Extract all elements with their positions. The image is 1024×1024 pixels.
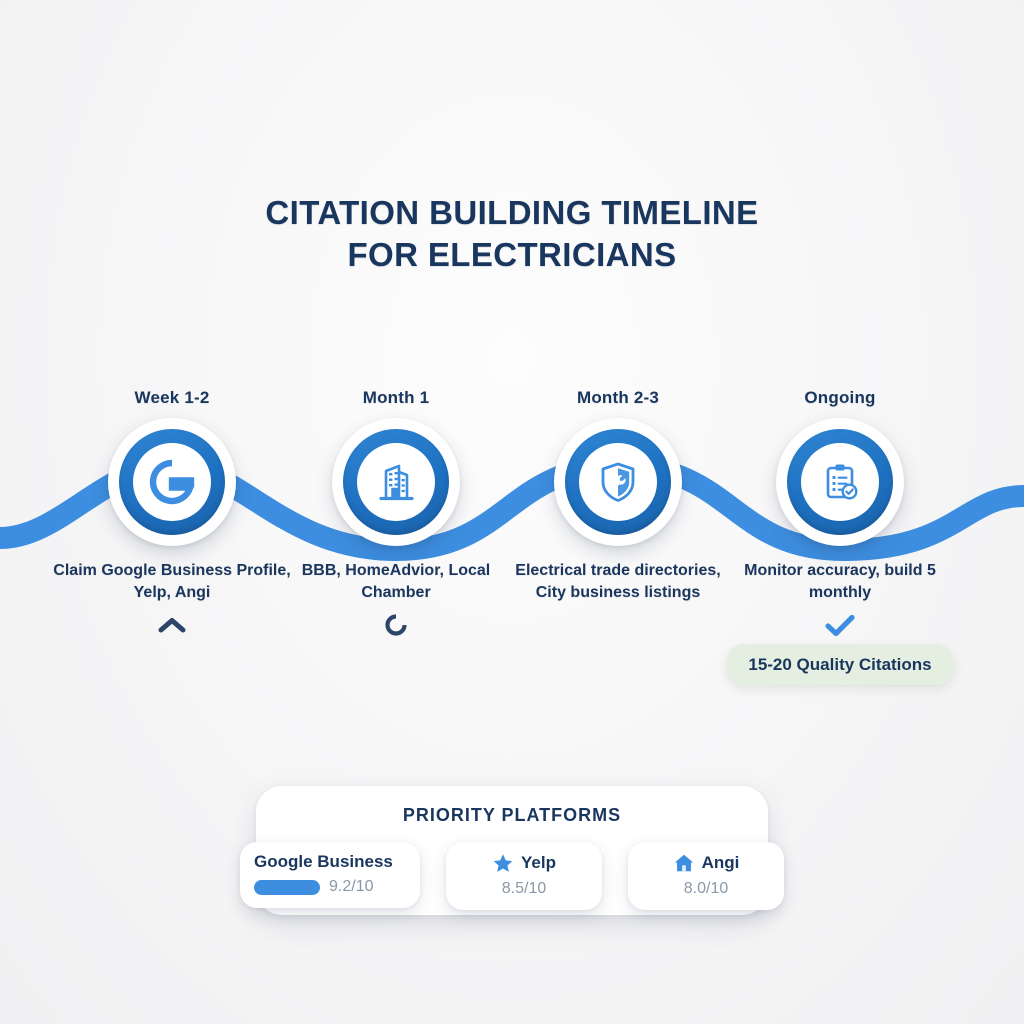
shield-wrench-icon [601,462,635,502]
milestone-1-subglyph [52,612,292,638]
milestone-2-subglyph [276,612,516,638]
priority-platforms-card: PRIORITY PLATFORMS Google Business 9.2/1… [240,786,784,915]
milestone-1-circle[interactable] [108,418,236,546]
platform-tile-google-business[interactable]: Google Business 9.2/10 [240,842,420,908]
milestone-4-caption: Monitor accuracy, build 5 monthly [744,562,936,601]
checkmark-icon [825,614,855,637]
platform-name: Angi [701,853,740,872]
timeline-milestone-1[interactable]: Week 1-2 Claim Google Business Profile, … [52,388,292,638]
platform-name: Yelp [521,853,556,872]
priority-platforms-list: Google Business 9.2/10 Yelp 8.5/10 [240,842,784,910]
timeline: Week 1-2 Claim Google Business Profile, … [0,388,1024,748]
chevron-up-icon [158,618,186,633]
loading-spinner-icon [385,614,407,636]
platform-tile-yelp[interactable]: Yelp 8.5/10 [446,842,602,910]
timeline-milestone-3[interactable]: Month 2-3 Electrical trade directories, … [498,388,738,638]
milestone-1-period: Week 1-2 [134,388,210,407]
platform-name-row: Angi [642,852,770,874]
platform-name: Google Business [254,852,393,871]
milestone-4-subglyph [720,612,960,638]
milestone-3-caption: Electrical trade directories, City busin… [515,562,721,601]
milestone-2-circle[interactable] [332,418,460,546]
office-building-icon [379,464,414,501]
platform-score-row: 8.0/10 [642,880,770,898]
home-icon [674,854,693,872]
platform-score: 8.0/10 [683,880,729,897]
google-g-icon [149,459,195,505]
outcome-badge: 15-20 Quality Citations [726,644,954,685]
milestone-4-icon-well [801,443,879,521]
page-title: CITATION BUILDING TIMELINE FOR ELECTRICI… [0,192,1024,276]
platform-name-row: Yelp [460,852,588,874]
milestone-3-circle[interactable] [554,418,682,546]
milestone-2-icon-well [357,443,435,521]
milestone-1-icon-well [133,443,211,521]
milestone-4-circle[interactable] [776,418,904,546]
milestone-2-caption: BBB, HomeAdvior, Local Chamber [301,562,491,601]
platform-score-row: 9.2/10 [254,878,406,896]
milestone-3-subglyph [498,612,738,638]
milestone-3-period: Month 2-3 [576,388,660,407]
platform-name-row: Google Business [254,852,406,872]
platform-score-bar [254,879,320,895]
milestone-3-icon-well [579,443,657,521]
clipboard-check-icon [826,464,858,500]
platform-score: 9.2/10 [329,878,374,895]
page-title-line-1: CITATION BUILDING TIMELINE [265,194,759,231]
timeline-milestone-4[interactable]: Ongoing [720,388,960,685]
platform-tile-angi[interactable]: Angi 8.0/10 [628,842,784,910]
platform-score: 8.5/10 [501,880,547,897]
milestone-2-period: Month 1 [362,388,430,407]
page-title-line-2: FOR ELECTRICIANS [347,236,677,273]
star-icon [493,854,513,872]
platform-score-row: 8.5/10 [460,880,588,898]
priority-platforms-title: PRIORITY PLATFORMS [402,805,622,825]
milestone-4-period: Ongoing [804,388,876,407]
timeline-milestone-2[interactable]: Month 1 [276,388,516,638]
milestone-1-caption: Claim Google Business Profile, Yelp, Ang… [53,562,291,601]
